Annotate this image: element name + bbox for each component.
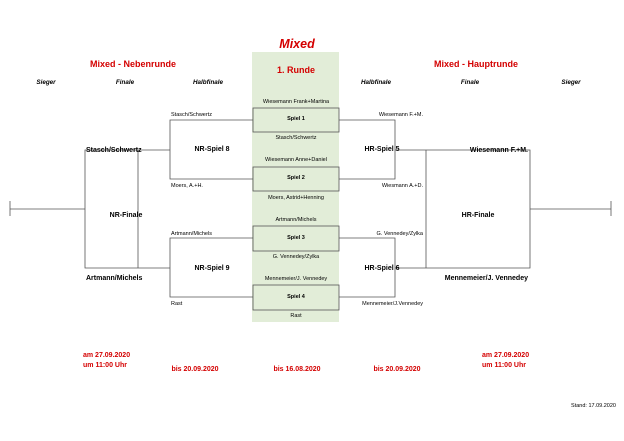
col-left-halbfinale: Halbfinale <box>192 79 224 86</box>
hr-final-top-team: Wiesemann F.+M. <box>469 147 528 154</box>
status-stand: Stand: 17.09.2020 <box>571 403 616 409</box>
game-1-top-team: Wiesemann Frank+Martina <box>262 99 330 105</box>
game-4-top-team: Mennemeier/J. Vennedey <box>264 276 328 282</box>
game-2-top-team: Wiesemann Anne+Daniel <box>265 157 327 163</box>
nr-semi1-top-team: Stasch/Schwertz <box>171 112 212 118</box>
col-right-sieger: Sieger <box>561 79 581 86</box>
nr-final-top-team: Stasch/Schwertz <box>86 147 142 154</box>
game-box-4 <box>252 284 340 311</box>
right-final-time: um 11:00 Uhr <box>482 362 526 369</box>
nr-semi2-top-team: Artmann/Michels <box>171 231 212 237</box>
game-2-label: Spiel 2 <box>287 175 305 181</box>
game-box-3 <box>252 225 340 252</box>
hr-semi2-label: HR-Spiel 6 <box>364 265 400 272</box>
left-semi-deadline: bis 20.09.2020 <box>171 366 219 373</box>
nr-semi1-label: NR-Spiel 8 <box>194 146 230 153</box>
hr-final-bottom-team: Mennemeier/J. Vennedey <box>444 275 528 282</box>
left-final-date: am 27.09.2020 <box>83 352 131 359</box>
game-4-bottom-team: Rast <box>290 313 302 319</box>
game-3-bottom-team: G. Vennedey/Zylka <box>272 254 320 260</box>
hr-semi1-bottom-team: Wiesmann A.+D. <box>381 183 423 189</box>
game-1-label: Spiel 1 <box>287 116 305 122</box>
hr-semi1-top-team: Wiesemann F.+M. <box>378 112 423 118</box>
right-semi-deadline: bis 20.09.2020 <box>373 366 421 373</box>
left-final-time: um 11:00 Uhr <box>83 362 127 369</box>
center-section-header: 1. Runde <box>276 65 316 75</box>
game-4-label: Spiel 4 <box>287 294 305 300</box>
hr-final-label: HR-Finale <box>461 212 495 219</box>
game-3-top-team: Artmann/Michels <box>275 217 317 223</box>
game-3-label: Spiel 3 <box>287 235 305 241</box>
first-round-deadline: bis 16.08.2020 <box>273 366 321 373</box>
hr-semi1-label: HR-Spiel 5 <box>364 146 400 153</box>
col-left-sieger: Sieger <box>36 79 56 86</box>
game-2-bottom-team: Moers, Astrid+Henning <box>268 195 324 201</box>
hr-semi2-bottom-team: Mennemeier/J.Vennedey <box>362 301 423 307</box>
first-round-background <box>252 52 339 322</box>
col-left-finale: Finale <box>115 79 135 86</box>
nr-final-label: NR-Finale <box>109 212 143 219</box>
nr-final-bottom-team: Artmann/Michels <box>86 275 143 282</box>
right-final-date: am 27.09.2020 <box>482 352 530 359</box>
right-section-header: Mixed - Hauptrunde <box>433 59 519 69</box>
col-right-finale: Finale <box>460 79 480 86</box>
nr-semi2-label: NR-Spiel 9 <box>194 265 230 272</box>
left-section-header: Mixed - Nebenrunde <box>89 59 177 69</box>
nr-semi1-bottom-team: Moers, A.+H. <box>171 183 203 189</box>
col-right-halbfinale: Halbfinale <box>360 79 392 86</box>
game-1-bottom-team: Stasch/Schwertz <box>275 135 317 141</box>
page-title: Mixed <box>279 37 315 51</box>
hr-semi2-top-team: G. Vennedey/Zylka <box>376 231 423 237</box>
nr-semi2-bottom-team: Rast <box>171 301 183 307</box>
